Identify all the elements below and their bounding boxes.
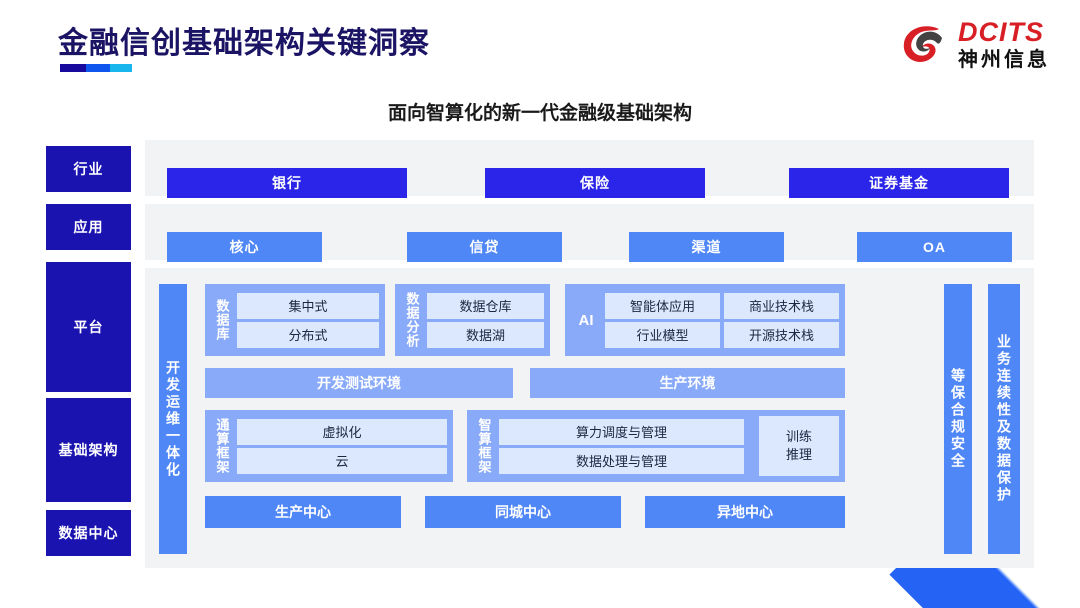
cell-train-inference-line2: 推理 bbox=[785, 447, 812, 462]
cell-distributed[interactable]: 分布式 bbox=[237, 321, 379, 348]
rail-item-infrastructure[interactable]: 基础架构 bbox=[46, 398, 131, 502]
group-database: 数据库 集中式 分布式 bbox=[205, 284, 385, 356]
cell-virtualization[interactable]: 虚拟化 bbox=[237, 418, 447, 445]
cell-opensource-tech-stack[interactable]: 开源技术栈 bbox=[724, 321, 839, 348]
group-label-data-analysis: 数据分析 bbox=[404, 292, 420, 348]
data-center-production[interactable]: 生产中心 bbox=[205, 496, 401, 528]
accent-segment-navy bbox=[60, 64, 86, 72]
application-chip-credit[interactable]: 信贷 bbox=[407, 232, 562, 262]
cell-train-inference[interactable]: 训练 推理 bbox=[759, 416, 839, 476]
logo-text-cn: 神州信息 bbox=[958, 48, 1050, 71]
group-general-compute-framework: 通算框架 虚拟化 云 bbox=[205, 410, 453, 482]
platform-body: 数据库 集中式 分布式 数据分析 数据仓库 数据湖 AI bbox=[205, 284, 924, 554]
cell-industry-model[interactable]: 行业模型 bbox=[605, 321, 720, 348]
data-center-same-city[interactable]: 同城中心 bbox=[425, 496, 621, 528]
logo-text-en: DCITS bbox=[958, 16, 1044, 47]
page-title: 金融信创基础架构关键洞察 bbox=[58, 27, 430, 60]
application-band: 核心 信贷 渠道 OA bbox=[145, 204, 1034, 262]
cell-centralized[interactable]: 集中式 bbox=[237, 292, 379, 319]
title-accent-bar bbox=[60, 64, 132, 72]
platform-content: 开发运维一体化 等保合规安全 业务连续性及数据保护 数据库 集中式 分布式 数据… bbox=[145, 268, 1034, 568]
environment-row: 开发测试环境 生产环境 bbox=[205, 368, 845, 398]
accent-segment-cyan bbox=[110, 64, 132, 72]
cell-data-lake[interactable]: 数据湖 bbox=[427, 321, 544, 348]
cell-data-processing[interactable]: 数据处理与管理 bbox=[499, 447, 744, 474]
cell-data-warehouse[interactable]: 数据仓库 bbox=[427, 292, 544, 319]
data-center-remote[interactable]: 异地中心 bbox=[645, 496, 845, 528]
application-chip-oa[interactable]: OA bbox=[857, 232, 1012, 262]
cell-train-inference-line1: 训练 bbox=[785, 429, 812, 445]
environment-dev-test[interactable]: 开发测试环境 bbox=[205, 368, 513, 398]
industry-band: 银行 保险 证券基金 bbox=[145, 140, 1034, 198]
vertical-rail-devops[interactable]: 开发运维一体化 bbox=[159, 284, 187, 554]
swirl-logo-icon bbox=[898, 18, 950, 70]
group-label-intelligent-compute-framework: 智算框架 bbox=[476, 418, 492, 474]
industry-chip-bank[interactable]: 银行 bbox=[167, 168, 407, 198]
group-data-analysis: 数据分析 数据仓库 数据湖 bbox=[395, 284, 550, 356]
layer-panels: 银行 保险 证券基金 核心 信贷 渠道 OA 开发运维一体化 等保合规安全 业务… bbox=[145, 140, 1034, 568]
vertical-rail-business-continuity[interactable]: 业务连续性及数据保护 bbox=[988, 284, 1020, 554]
page-header: 金融信创基础架构关键洞察 DCITS 神州信息 bbox=[0, 0, 1080, 90]
rail-item-datacenter[interactable]: 数据中心 bbox=[46, 510, 131, 556]
application-chip-channel[interactable]: 渠道 bbox=[629, 232, 784, 262]
cell-compute-scheduling[interactable]: 算力调度与管理 bbox=[499, 418, 744, 445]
application-chip-core[interactable]: 核心 bbox=[167, 232, 322, 262]
environment-production[interactable]: 生产环境 bbox=[530, 368, 845, 398]
group-label-ai: AI bbox=[578, 311, 594, 329]
vertical-rail-security[interactable]: 等保合规安全 bbox=[944, 284, 972, 554]
diagram-subtitle: 面向智算化的新一代金融级基础架构 bbox=[387, 103, 692, 124]
rail-item-application[interactable]: 应用 bbox=[46, 204, 131, 250]
group-ai: AI 智能体应用 行业模型 商业技术栈 开源技术栈 bbox=[565, 284, 845, 356]
layer-rail: 行业 应用 平台 基础架构 数据中心 bbox=[46, 140, 131, 568]
industry-chip-insurance[interactable]: 保险 bbox=[485, 168, 705, 198]
industry-chip-securities-fund[interactable]: 证券基金 bbox=[789, 168, 1009, 198]
group-label-database: 数据库 bbox=[214, 299, 230, 341]
rail-item-industry[interactable]: 行业 bbox=[46, 146, 131, 192]
brand-logo: DCITS 神州信息 bbox=[898, 18, 1050, 70]
rail-item-platform[interactable]: 平台 bbox=[46, 262, 131, 392]
cell-agent-application[interactable]: 智能体应用 bbox=[605, 292, 720, 319]
accent-segment-blue bbox=[86, 64, 110, 72]
cell-cloud[interactable]: 云 bbox=[237, 447, 447, 474]
data-center-row: 生产中心 同城中心 异地中心 bbox=[205, 496, 845, 528]
group-intelligent-compute-framework: 智算框架 算力调度与管理 数据处理与管理 训练 推理 bbox=[467, 410, 845, 482]
cell-commercial-tech-stack[interactable]: 商业技术栈 bbox=[724, 292, 839, 319]
architecture-diagram: 行业 应用 平台 基础架构 数据中心 银行 保险 证券基金 核心 信贷 渠道 O… bbox=[46, 140, 1034, 568]
group-label-general-compute-framework: 通算框架 bbox=[214, 418, 230, 474]
